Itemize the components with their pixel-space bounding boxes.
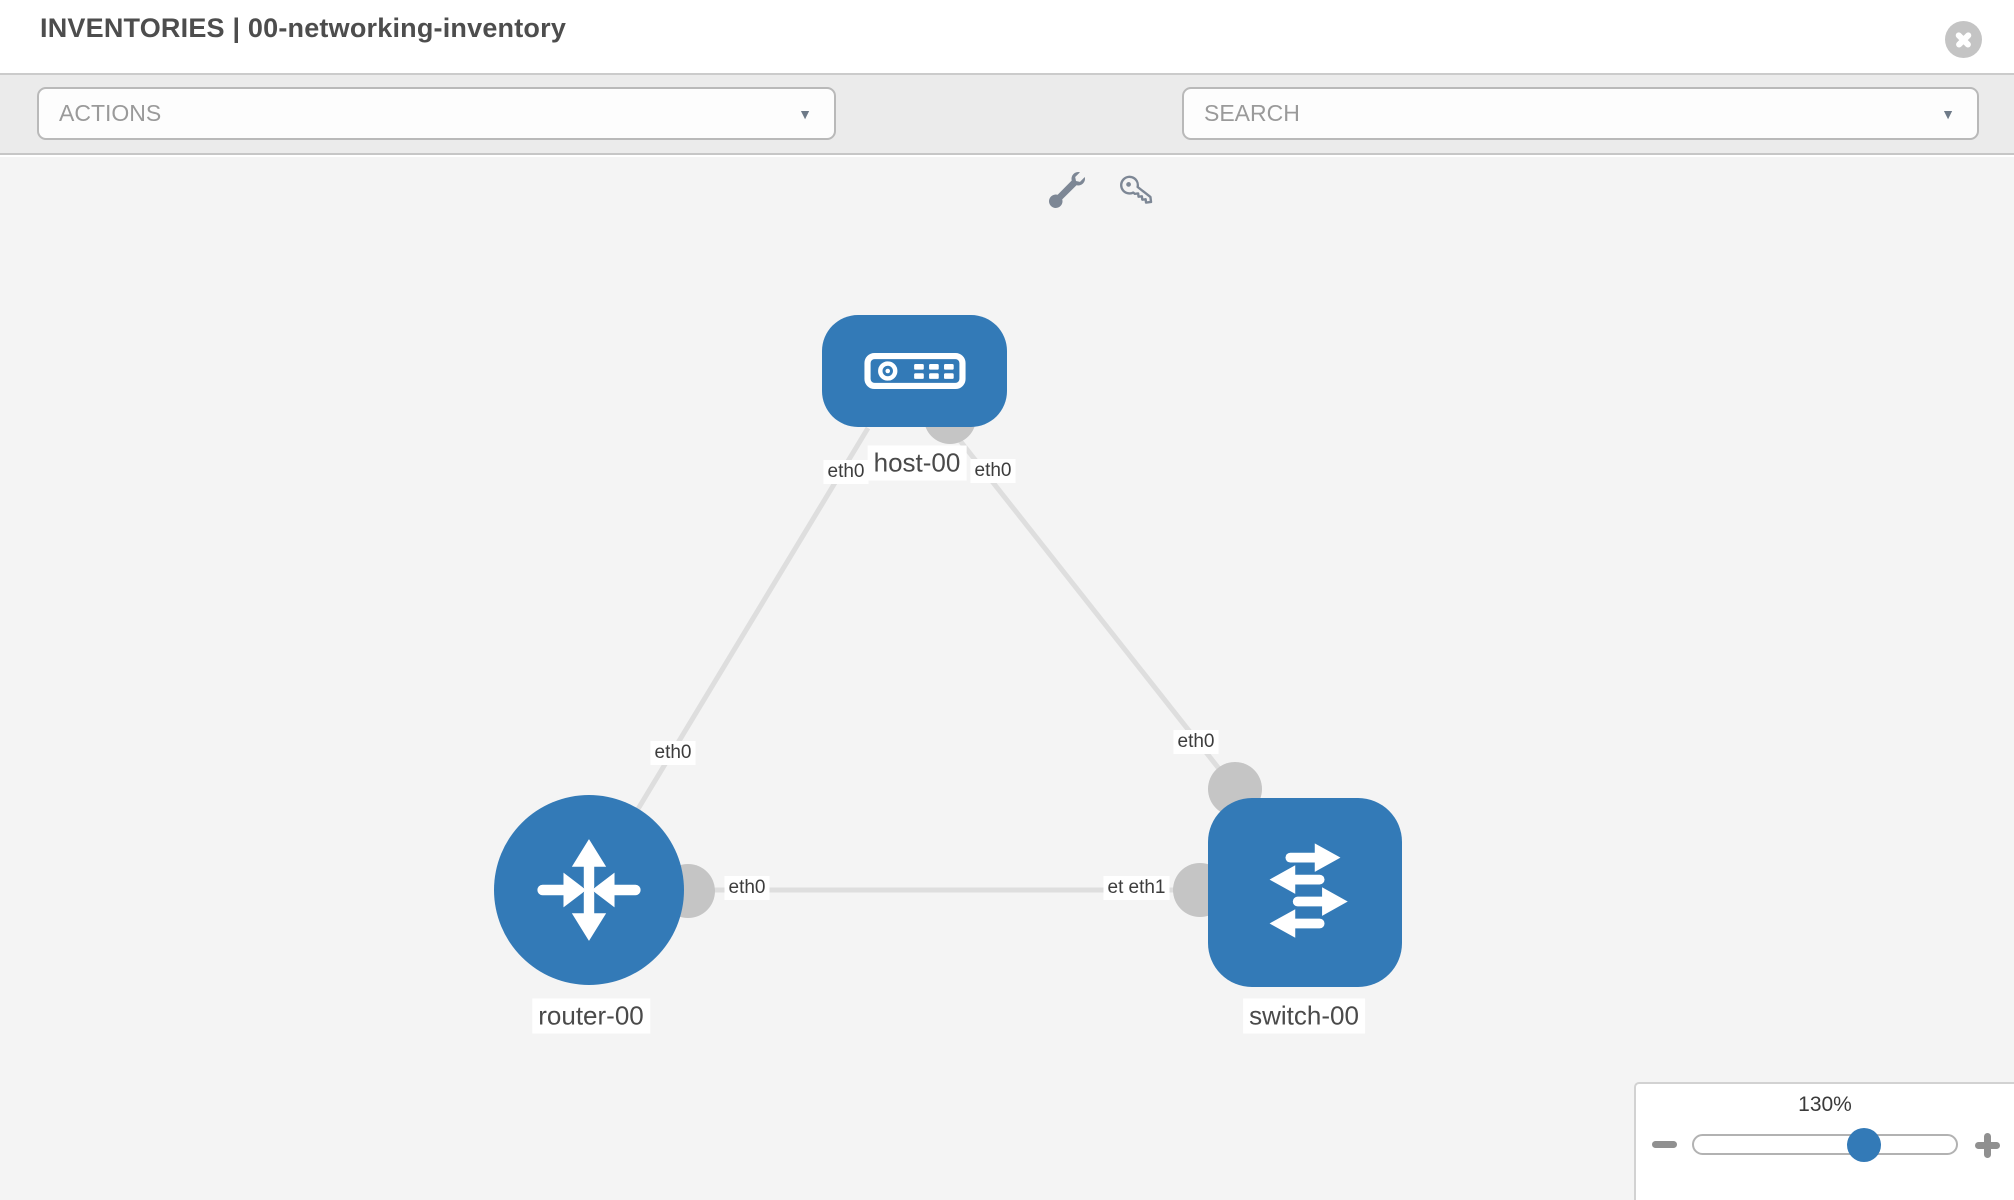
zoom-slider-thumb[interactable] bbox=[1847, 1128, 1881, 1162]
credentials-tool-button[interactable] bbox=[1118, 172, 1156, 215]
wrench-icon bbox=[1049, 171, 1085, 208]
iface-label-host-eth0-right: eth0 bbox=[970, 459, 1016, 483]
page-title: INVENTORIES | 00-networking-inventory bbox=[40, 13, 567, 43]
header: INVENTORIES | 00-networking-inventory bbox=[0, 0, 2014, 73]
close-icon[interactable] bbox=[1945, 21, 1982, 58]
node-router-00[interactable] bbox=[494, 795, 684, 985]
toolbar: ACTIONS ▼ ▼ bbox=[0, 73, 2014, 208]
actions-dropdown-label: ACTIONS bbox=[59, 100, 162, 126]
link-host-switch[interactable] bbox=[948, 426, 1237, 791]
node-switch-00[interactable] bbox=[1208, 798, 1402, 987]
switch-icon bbox=[1269, 842, 1348, 938]
actions-dropdown[interactable]: ACTIONS ▼ bbox=[37, 87, 836, 140]
iface-label-switch-eth0-top: eth0 bbox=[1173, 730, 1219, 754]
zoom-slider-track[interactable] bbox=[1692, 1134, 1958, 1155]
node-label-router: router-00 bbox=[532, 998, 650, 1034]
chevron-down-icon: ▼ bbox=[798, 106, 812, 122]
zoom-in-icon[interactable] bbox=[1975, 1133, 2000, 1158]
iface-label-router-eth0-uplink: eth0 bbox=[650, 741, 696, 765]
key-icon bbox=[1120, 175, 1153, 204]
zoom-out-icon[interactable] bbox=[1652, 1141, 1677, 1148]
node-label-host: host-00 bbox=[867, 445, 967, 481]
configure-tool-button[interactable] bbox=[1049, 171, 1085, 213]
chevron-down-icon: ▼ bbox=[1941, 106, 1955, 122]
node-host-00[interactable] bbox=[822, 315, 1007, 427]
topology-graph bbox=[635, 392, 1262, 918]
node-label-switch: switch-00 bbox=[1243, 998, 1365, 1034]
router-icon bbox=[537, 839, 641, 941]
zoom-level: 130% bbox=[1798, 1093, 1852, 1116]
search-dropdown[interactable]: ▼ bbox=[1182, 87, 1979, 140]
search-input[interactable] bbox=[1184, 89, 1977, 138]
host-icon bbox=[863, 352, 966, 390]
iface-label-switch-eth1: eth1 bbox=[1124, 876, 1170, 900]
iface-label-router-eth0: eth0 bbox=[724, 876, 770, 900]
iface-label-host-eth0-left: eth0 bbox=[823, 460, 869, 484]
topology-canvas[interactable]: host-00 router-00 switch-00 eth0 eth0 et… bbox=[0, 157, 2014, 1200]
zoom-panel: 130% bbox=[1634, 1082, 2014, 1200]
